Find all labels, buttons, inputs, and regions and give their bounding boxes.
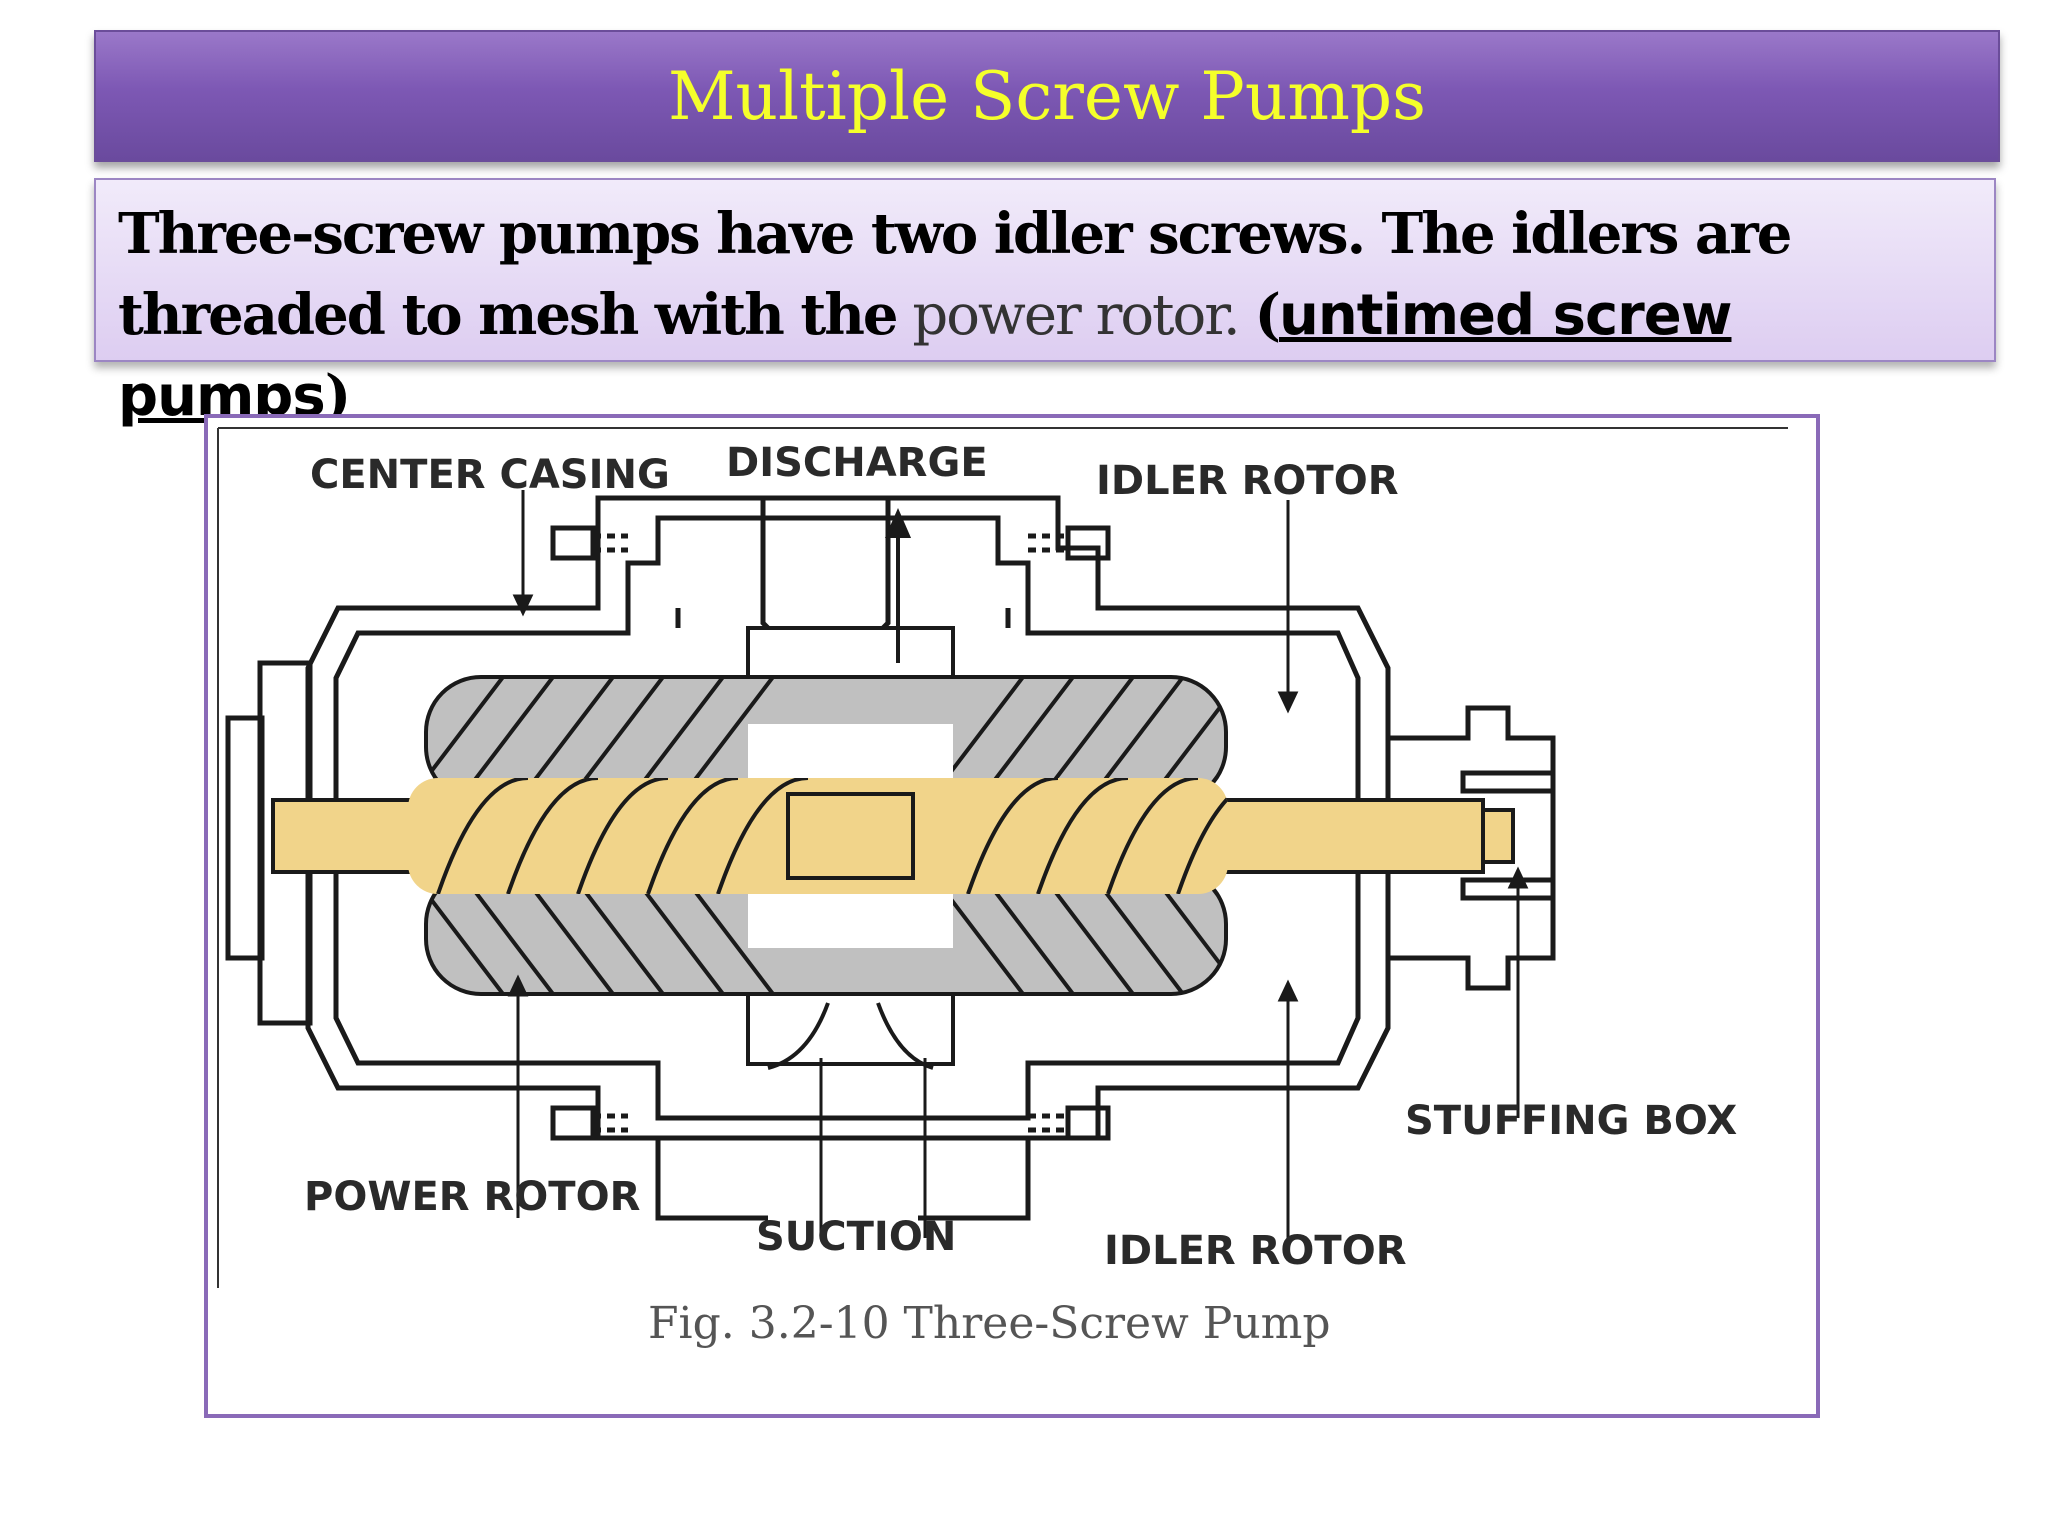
three-screw-pump-diagram: CENTER CASING DISCHARGE IDLER ROTOR STUF… — [217, 427, 1788, 1349]
label-idler-rotor-top: IDLER ROTOR — [1096, 458, 1399, 504]
figure-caption: Fig. 3.2-10 Three-Screw Pump — [648, 1298, 1331, 1349]
leader-lines — [507, 490, 1529, 1238]
flow-arrows — [767, 507, 934, 1070]
body-text: Three-screw pumps have two idler screws.… — [118, 194, 1972, 437]
slide-title: Multiple Screw Pumps — [667, 57, 1427, 135]
label-discharge: DISCHARGE — [726, 440, 988, 486]
label-power-rotor: POWER ROTOR — [304, 1174, 640, 1220]
figure-frame: CENTER CASING DISCHARGE IDLER ROTOR STUF… — [204, 414, 1820, 1418]
pump-casing — [225, 495, 1556, 1221]
label-center-casing: CENTER CASING — [310, 452, 670, 498]
body-text-part1: Three-screw pumps have two idler screws.… — [118, 201, 1792, 348]
label-suction: SUCTION — [756, 1214, 956, 1260]
label-idler-rotor-bottom: IDLER ROTOR — [1104, 1228, 1407, 1274]
body-text-box: Three-screw pumps have two idler screws.… — [94, 178, 1996, 429]
title-bar: Multiple Screw Pumps — [94, 30, 2000, 162]
power-rotor — [271, 778, 1515, 894]
label-stuffing-box: STUFFING BOX — [1405, 1098, 1737, 1144]
body-text-open-paren: ( — [1254, 282, 1281, 348]
body-text-power-rotor: power rotor. — [912, 283, 1240, 348]
